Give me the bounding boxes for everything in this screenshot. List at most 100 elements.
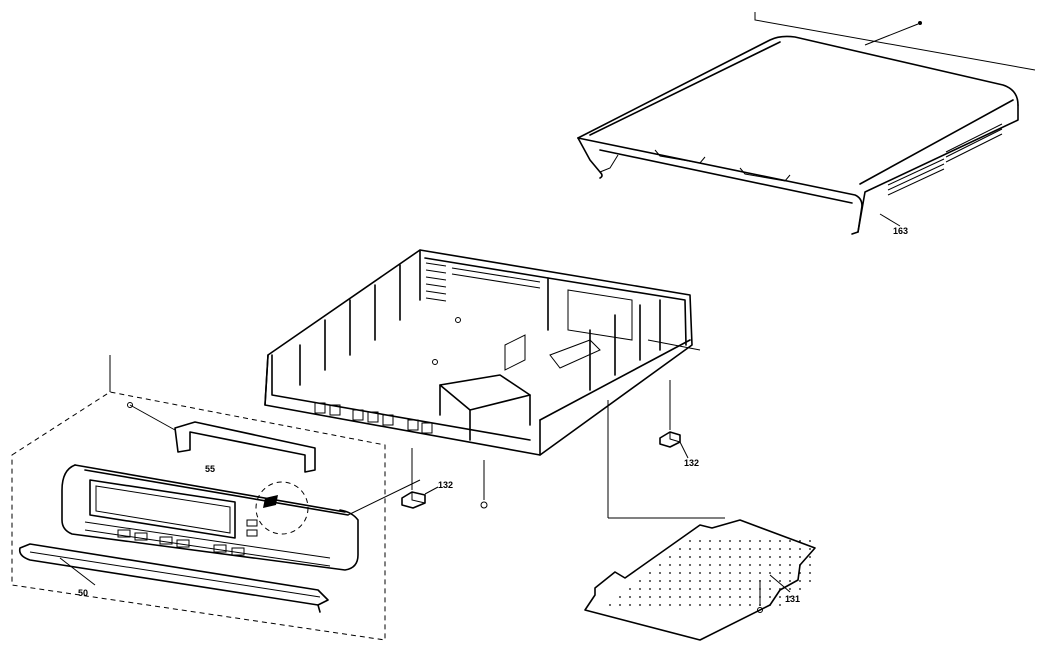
perforation-dot bbox=[669, 580, 671, 582]
perforation-dot bbox=[779, 604, 781, 606]
perforation-dot bbox=[659, 588, 661, 590]
perforation-dot bbox=[689, 604, 691, 606]
perforation-dot bbox=[639, 596, 641, 598]
perforation-dot bbox=[689, 548, 691, 550]
perforation-dot bbox=[729, 588, 731, 590]
perforation-dot bbox=[789, 572, 791, 574]
perforation-dot bbox=[689, 556, 691, 558]
perforation-dot bbox=[809, 564, 811, 566]
perforation-dot bbox=[699, 604, 701, 606]
perforation-dot bbox=[689, 564, 691, 566]
perforation-dot bbox=[689, 580, 691, 582]
perforation-dot bbox=[679, 588, 681, 590]
perforation-dot bbox=[789, 540, 791, 542]
perforation-dot bbox=[809, 548, 811, 550]
perforation-dot bbox=[709, 540, 711, 542]
perforation-dot bbox=[729, 596, 731, 598]
perforation-dot bbox=[799, 580, 801, 582]
perforation-dot bbox=[719, 564, 721, 566]
perforation-dot bbox=[709, 596, 711, 598]
front-cover bbox=[18, 543, 329, 613]
perforation-dot bbox=[719, 580, 721, 582]
foot-left bbox=[401, 448, 488, 509]
perforation-dot bbox=[749, 540, 751, 542]
perforation-dot bbox=[689, 572, 691, 574]
perforation-dot bbox=[789, 548, 791, 550]
perforation-dot bbox=[749, 556, 751, 558]
perforation-dot bbox=[749, 580, 751, 582]
label-front-panel-bracket: 55 bbox=[205, 464, 215, 474]
top-cover bbox=[577, 12, 1036, 235]
perforation-dot bbox=[799, 556, 801, 558]
front-panel-bracket bbox=[127, 402, 316, 473]
perforation-dot bbox=[769, 572, 771, 574]
perforation-dot bbox=[699, 548, 701, 550]
perforation-dot bbox=[659, 564, 661, 566]
perforation-dot bbox=[729, 604, 731, 606]
perforation-dot bbox=[739, 540, 741, 542]
perforation-dot bbox=[799, 564, 801, 566]
perforation-dot bbox=[739, 548, 741, 550]
perforation-dot bbox=[729, 540, 731, 542]
perforation-dot bbox=[659, 580, 661, 582]
perforation-dot bbox=[759, 540, 761, 542]
perforation-dot bbox=[679, 548, 681, 550]
perforation-dot bbox=[809, 580, 811, 582]
perforation-dot bbox=[689, 596, 691, 598]
perforation-dot bbox=[739, 588, 741, 590]
perforation-dot bbox=[749, 588, 751, 590]
perforation-dot bbox=[739, 580, 741, 582]
label-foot-left: 132 bbox=[438, 480, 453, 490]
perforation-dot bbox=[759, 564, 761, 566]
perforation-dot bbox=[729, 556, 731, 558]
perforation-dot bbox=[699, 572, 701, 574]
perforation-dot bbox=[719, 540, 721, 542]
perforation-dot bbox=[719, 548, 721, 550]
perforation-dot bbox=[699, 596, 701, 598]
perforation-dot bbox=[669, 604, 671, 606]
perforation-dot bbox=[749, 548, 751, 550]
perforation-dot bbox=[709, 564, 711, 566]
perforation-dot bbox=[639, 588, 641, 590]
perforation-dot bbox=[739, 604, 741, 606]
perforation-dot bbox=[709, 580, 711, 582]
perforation-dot bbox=[809, 556, 811, 558]
plate-perforation bbox=[609, 540, 811, 606]
perforation-dot bbox=[789, 556, 791, 558]
perforation-dot bbox=[769, 556, 771, 558]
perforation-dot bbox=[759, 572, 761, 574]
perforation-dot bbox=[769, 604, 771, 606]
perforation-dot bbox=[769, 548, 771, 550]
perforation-dot bbox=[729, 580, 731, 582]
perforation-dot bbox=[629, 604, 631, 606]
perforation-dot bbox=[769, 588, 771, 590]
perforation-dot bbox=[749, 564, 751, 566]
perforation-dot bbox=[679, 596, 681, 598]
perforation-dot bbox=[779, 564, 781, 566]
perforation-dot bbox=[769, 540, 771, 542]
perforation-dot bbox=[739, 572, 741, 574]
perforation-dot bbox=[649, 604, 651, 606]
perforation-dot bbox=[719, 556, 721, 558]
perforation-dot bbox=[669, 596, 671, 598]
perforation-dot bbox=[689, 588, 691, 590]
foot-right bbox=[659, 380, 689, 459]
perforation-dot bbox=[729, 548, 731, 550]
perforation-dot bbox=[709, 604, 711, 606]
chassis bbox=[264, 249, 701, 518]
perforation-dot bbox=[709, 556, 711, 558]
perforation-dot bbox=[659, 604, 661, 606]
perforation-dot bbox=[779, 580, 781, 582]
perforation-dot bbox=[719, 604, 721, 606]
perforation-dot bbox=[799, 572, 801, 574]
perforation-dot bbox=[779, 572, 781, 574]
perforation-dot bbox=[809, 572, 811, 574]
perforation-dot bbox=[769, 580, 771, 582]
perforation-dot bbox=[629, 596, 631, 598]
perforation-dot bbox=[659, 572, 661, 574]
perforation-dot bbox=[799, 548, 801, 550]
front-assembly-group bbox=[11, 355, 386, 641]
perforation-dot bbox=[709, 572, 711, 574]
